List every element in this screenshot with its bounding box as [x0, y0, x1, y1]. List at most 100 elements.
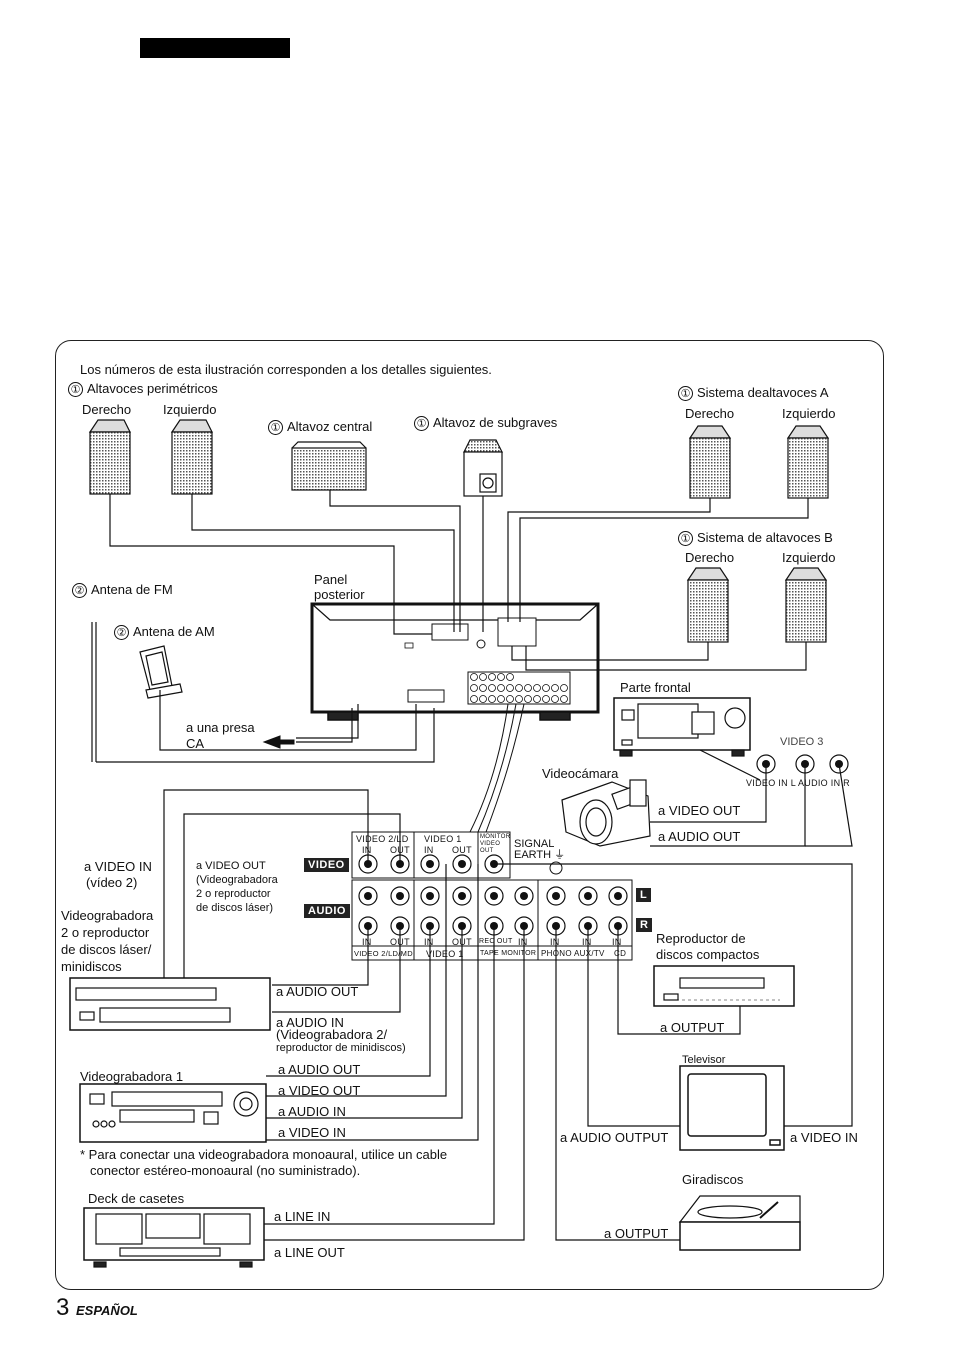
rear-panel-label-1: Panel	[314, 572, 348, 587]
signal-earth-label-1: SIGNAL	[514, 838, 555, 850]
video3-front-jacks	[756, 754, 849, 774]
mono-note-1: * Para conectar una videograbadora monoa…	[80, 1147, 448, 1162]
av-cables	[163, 749, 853, 1241]
vcr2-video-in-sub: (vídeo 2)	[86, 875, 138, 890]
camcorder-audio-out-label: a AUDIO OUT	[658, 829, 741, 844]
surround-right-label: Derecho	[82, 402, 132, 417]
speaker-cables	[109, 490, 809, 671]
vcr2-video-out-3: 2 o reproductor	[196, 888, 271, 900]
audio-r-jacks	[358, 916, 628, 936]
vcr2-label-1: Videograbadora	[61, 908, 154, 923]
am-antenna-icon	[139, 645, 183, 699]
surround-left-label: Izquierdo	[163, 402, 217, 417]
vcr2-video-out-4: de discos láser)	[196, 902, 274, 914]
tv-audio-output-label: a AUDIO OUTPUT	[560, 1130, 669, 1145]
ac-outlet-label-1: a una presa	[186, 720, 255, 735]
language-label: ESPAÑOL	[76, 1303, 138, 1318]
vcr1-icon	[79, 1083, 267, 1143]
turntable-output-label: a OUTPUT	[604, 1226, 669, 1241]
mono-note-2: conector estéreo-monoaural (no suministr…	[90, 1163, 361, 1178]
system-a-left-speaker-icon	[786, 425, 830, 499]
vcr1-audio-out-label: a AUDIO OUT	[278, 1062, 361, 1077]
signal-earth-label-2: EARTH ⏚	[514, 849, 566, 861]
system-b-left-label: Izquierdo	[782, 550, 836, 565]
vcr1-audio-in-label: a AUDIO IN	[278, 1104, 346, 1119]
callout-1-icon: ①	[268, 420, 283, 435]
panel-bottom-label-5: REC OUT	[479, 938, 513, 945]
callout-2-icon: ②	[114, 625, 129, 640]
panel-monitor-header: MONITOR VIDEO OUT	[480, 834, 511, 854]
vcr2-label-3: de discos láser/	[61, 942, 152, 957]
ac-plug-icon	[262, 735, 295, 749]
receiver-to-panel-bundle	[469, 703, 525, 833]
page-number: 3	[56, 1294, 70, 1321]
vcr2-label-4: minidiscos	[61, 959, 122, 974]
vcr1-video-out-label: a VIDEO OUT	[278, 1083, 361, 1098]
section-label-phono: PHONO	[541, 949, 572, 958]
vcr1-label: Videograbadora 1	[80, 1069, 184, 1084]
vcr2-icon	[69, 977, 271, 1031]
system-a-right-label: Derecho	[685, 406, 735, 421]
tv-video-in-label: a VIDEO IN	[790, 1130, 858, 1145]
cd-output-label: a OUTPUT	[660, 1020, 725, 1035]
system-a-right-speaker-icon	[688, 425, 732, 499]
cd-player-label-1: Reproductor de	[656, 931, 746, 946]
section-label-cd: CD	[614, 949, 627, 958]
subwoofer-icon	[463, 439, 503, 497]
panel-bottom-label-7: IN	[550, 937, 560, 947]
callout-1-icon: ①	[414, 416, 429, 431]
panel-video2-header: VIDEO 2/LD	[356, 834, 409, 844]
diagram-frame	[55, 340, 884, 1290]
vcr2-audio-out-label: a AUDIO OUT	[276, 984, 359, 999]
vcr2-audio-in-3: reproductor de minidiscos)	[276, 1042, 406, 1054]
antenna-and-power-cables	[159, 690, 417, 751]
camcorder-video-out-label: a VIDEO OUT	[658, 803, 741, 818]
section-label-video2: VIDEO 2/LD/MD	[354, 949, 413, 958]
video3-label: VIDEO 3	[780, 736, 824, 748]
panel-bottom-label-1: IN	[362, 937, 372, 947]
audio-l-jacks	[358, 886, 628, 906]
panel-bottom-label-2: OUT	[390, 937, 410, 947]
callout-2-icon: ②	[72, 583, 87, 598]
r-channel-tag: R	[636, 918, 653, 932]
callout-1-icon: ①	[678, 531, 693, 546]
panel-video1-header: VIDEO 1	[424, 834, 462, 844]
vcr2-audio-in-2: (Videograbadora 2/	[276, 1027, 388, 1042]
panel-video2-out: OUT	[390, 845, 410, 855]
vcr2-video-out-2: (Videograbadora	[196, 874, 278, 886]
video3-jack-labels: VIDEO IN L AUDIO IN R	[746, 778, 850, 788]
panel-bottom-label-9: IN	[612, 937, 622, 947]
vcr2-video-in-label: a VIDEO IN	[84, 859, 152, 874]
rear-panel-label-2: posterior	[314, 587, 365, 602]
ac-outlet-label-2: CA	[186, 736, 205, 751]
surround-right-speaker-icon	[88, 419, 131, 495]
cd-player-label-2: discos compactos	[656, 947, 760, 962]
panel-video1-in: IN	[424, 845, 434, 855]
video-jacks	[358, 854, 504, 874]
section-label-tape-monitor: TAPE MONITOR	[480, 950, 537, 957]
panel-video1-out: OUT	[452, 845, 472, 855]
vcr2-label-2: 2 o reproductor	[61, 925, 150, 940]
camcorder-icon	[561, 779, 651, 847]
turntable-icon	[678, 1195, 801, 1251]
system-b-right-label: Derecho	[685, 550, 735, 565]
tv-label: Televisor	[682, 1054, 726, 1066]
panel-video2-in: IN	[362, 845, 372, 855]
audio-tag: AUDIO	[304, 904, 350, 918]
callout-1-icon: ①	[678, 386, 693, 401]
video-tag: VIDEO	[304, 858, 349, 872]
tape-deck-icon	[83, 1207, 265, 1268]
camcorder-label: Videocámara	[542, 766, 619, 781]
header-black-bar	[140, 38, 290, 58]
rear-jack-matrix	[470, 673, 568, 703]
panel-bottom-label-3: IN	[424, 937, 434, 947]
fm-antenna-icon	[91, 622, 435, 763]
vcr1-video-in-label: a VIDEO IN	[278, 1125, 346, 1140]
